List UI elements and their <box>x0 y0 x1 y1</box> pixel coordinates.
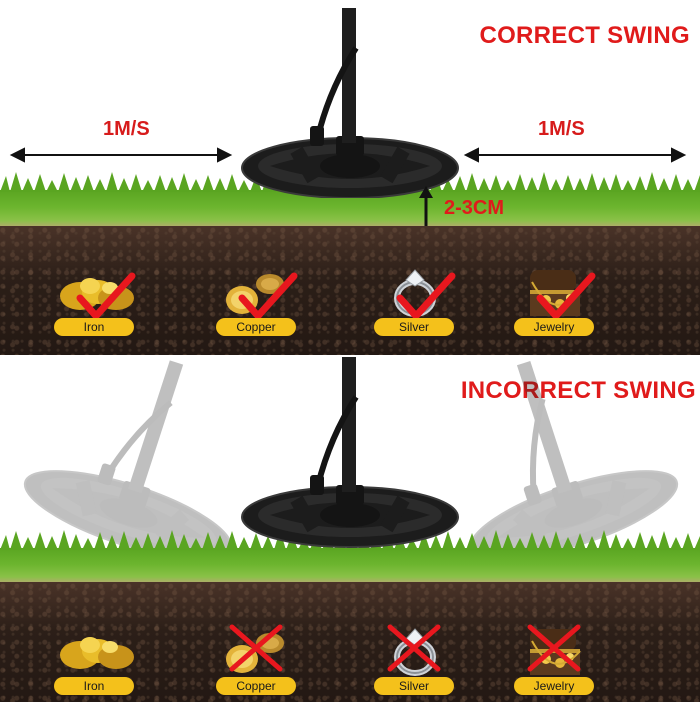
metal-detector-ghost-left <box>18 355 238 555</box>
right-speed-arrow <box>463 147 687 163</box>
check-mark-icon <box>76 272 136 320</box>
target-copper: Copper <box>212 621 302 701</box>
check-mark-icon <box>238 272 298 320</box>
cross-mark-icon <box>229 624 283 672</box>
target-silver: Silver <box>370 262 460 342</box>
target-silver: Silver <box>370 621 460 701</box>
target-label: Iron <box>54 677 134 695</box>
grass-blades <box>0 530 700 550</box>
target-label: Copper <box>216 677 296 695</box>
target-label: Iron <box>54 318 134 336</box>
grass-blades <box>0 172 700 192</box>
metal-detector-ghost-right <box>464 355 684 555</box>
swing-speed-arrows <box>9 147 687 163</box>
target-label: Silver <box>374 318 454 336</box>
incorrect-swing-title: INCORRECT SWING <box>460 377 696 404</box>
target-iron: Iron <box>50 262 140 342</box>
grass-strip <box>0 548 700 584</box>
target-label: Silver <box>374 677 454 695</box>
left-speed-arrow <box>9 147 233 163</box>
target-jewelry: Jewelry <box>510 262 600 342</box>
cross-mark-icon <box>387 624 441 672</box>
target-label: Jewelry <box>514 318 594 336</box>
metal-detector-correct <box>240 8 460 198</box>
incorrect-swing-panel: INCORRECT SWING Iron Copper Silver Jewelry <box>0 355 700 702</box>
metal-detector-incorrect <box>240 357 460 557</box>
cross-mark-icon <box>527 624 581 672</box>
correct-swing-title: CORRECT SWING <box>479 22 690 49</box>
target-copper: Copper <box>212 262 302 342</box>
target-iron: Iron <box>50 621 140 701</box>
target-label: Jewelry <box>514 677 594 695</box>
gold-nugget-icon <box>60 637 134 669</box>
treasure-chest-icon <box>530 629 581 675</box>
target-label: Copper <box>216 318 296 336</box>
check-mark-icon <box>536 272 596 320</box>
target-jewelry: Jewelry <box>510 621 600 701</box>
check-mark-icon <box>396 272 456 320</box>
left-speed-label: 1M/S <box>103 118 150 140</box>
right-speed-label: 1M/S <box>538 118 585 140</box>
correct-swing-panel: CORRECT SWING 1M/S 1M/S <box>0 0 700 355</box>
depth-label: 2-3CM <box>444 197 505 219</box>
